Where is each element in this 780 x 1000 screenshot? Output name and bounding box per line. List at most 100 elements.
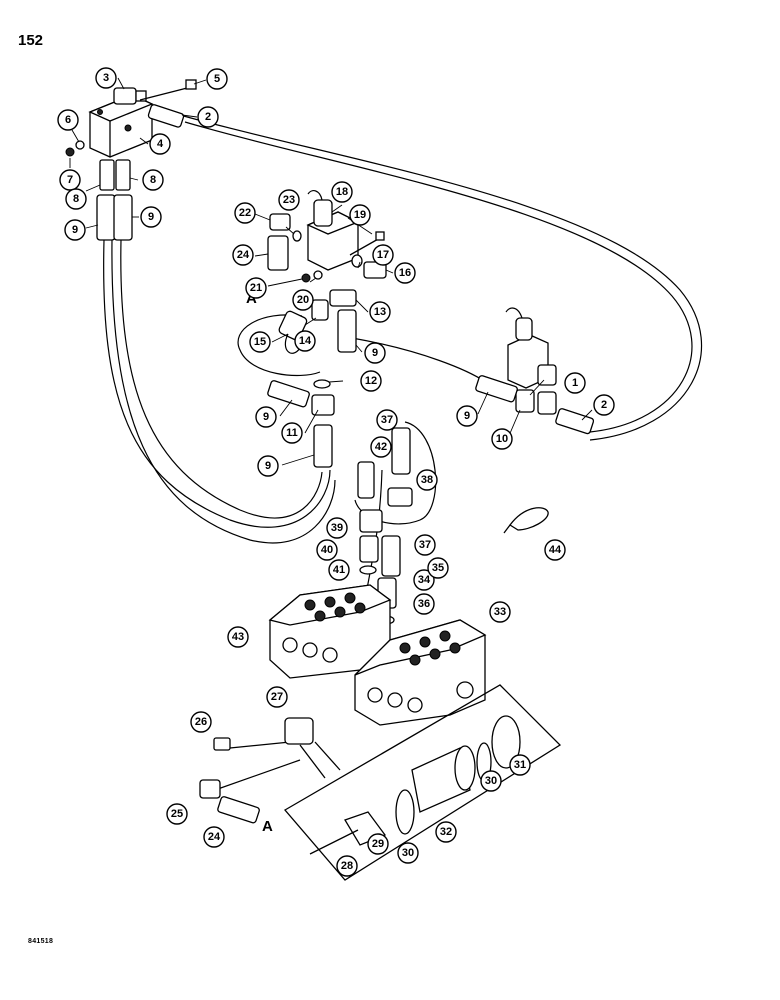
svg-text:16: 16 — [399, 267, 411, 279]
svg-text:14: 14 — [299, 335, 312, 347]
callout-20: 20 — [292, 289, 314, 311]
page-number: 152 — [18, 32, 44, 49]
connector-assembly — [213, 717, 341, 779]
svg-text:27: 27 — [271, 691, 283, 703]
svg-text:18: 18 — [336, 186, 348, 198]
callout-40: 40 — [316, 539, 338, 561]
svg-text:20: 20 — [297, 294, 309, 306]
callout-36: 36 — [413, 593, 435, 615]
callout-7: 7 — [59, 169, 81, 191]
callout-35: 35 — [427, 557, 449, 579]
svg-text:35: 35 — [432, 562, 444, 574]
svg-text:36: 36 — [418, 598, 430, 610]
callout-2-top: 2 — [197, 106, 219, 128]
svg-text:21: 21 — [250, 282, 262, 294]
callout-30-right: 30 — [480, 770, 502, 792]
callout-43: 43 — [227, 626, 249, 648]
callout-39: 39 — [326, 517, 348, 539]
callout-5: 5 — [206, 68, 228, 90]
svg-text:38: 38 — [421, 474, 433, 486]
svg-text:2: 2 — [601, 399, 607, 411]
filter-inset — [283, 684, 562, 881]
fittings-bottom — [199, 759, 301, 824]
svg-text:6: 6 — [65, 114, 71, 126]
svg-text:23: 23 — [283, 194, 295, 206]
solenoid-block-top — [65, 79, 197, 241]
callout-24-bottom: 24 — [203, 826, 225, 848]
callout-9-top-right: 9 — [140, 206, 162, 228]
svg-text:25: 25 — [171, 808, 183, 820]
callout-13: 13 — [369, 301, 391, 323]
svg-text:28: 28 — [341, 860, 353, 872]
svg-text:29: 29 — [372, 838, 384, 850]
svg-text:9: 9 — [263, 411, 269, 423]
callout-22: 22 — [234, 202, 256, 224]
reference-letter-a-bottom: A — [262, 818, 273, 835]
svg-text:24: 24 — [208, 831, 221, 843]
leader-lines — [69, 77, 593, 466]
callout-9-center: 9 — [364, 342, 386, 364]
hose-left-long-3 — [111, 239, 336, 544]
svg-text:43: 43 — [232, 631, 244, 643]
callout-23: 23 — [278, 189, 300, 211]
callout-28: 28 — [336, 855, 358, 877]
callout-9-right: 9 — [456, 405, 478, 427]
svg-text:2: 2 — [205, 111, 211, 123]
hose-middle-loop — [237, 314, 321, 377]
figure-code: 841518 — [28, 938, 54, 945]
callout-26: 26 — [190, 711, 212, 733]
callout-21: 21 — [245, 277, 267, 299]
svg-text:31: 31 — [514, 759, 526, 771]
valve-block-center — [267, 190, 387, 468]
svg-text:12: 12 — [365, 375, 377, 387]
svg-text:33: 33 — [494, 606, 506, 618]
callout-14: 14 — [294, 330, 316, 352]
reference-letter-a-top: A — [246, 290, 257, 307]
svg-text:26: 26 — [195, 716, 207, 728]
callout-10: 10 — [491, 428, 513, 450]
callout-24-top: 24 — [232, 244, 254, 266]
callout-9-lower: 9 — [257, 455, 279, 477]
svg-text:5: 5 — [214, 73, 220, 85]
callout-41: 41 — [328, 559, 350, 581]
hose-upper-loop — [179, 114, 703, 441]
callout-3: 3 — [95, 67, 117, 89]
svg-text:42: 42 — [375, 441, 387, 453]
valve-bank-right — [354, 619, 487, 726]
svg-text:15: 15 — [254, 336, 266, 348]
callout-4: 4 — [149, 133, 171, 155]
valve-bank-left — [268, 584, 392, 679]
cable-strap — [503, 507, 549, 534]
svg-text:37: 37 — [419, 539, 431, 551]
svg-text:13: 13 — [374, 306, 386, 318]
hose-upper-loop-inner — [184, 121, 693, 433]
fitting-stack — [357, 427, 413, 625]
callout-8-left: 8 — [65, 188, 87, 210]
svg-text:7: 7 — [67, 174, 73, 186]
hose-left-long-2 — [120, 239, 323, 519]
callout-2-right: 2 — [593, 394, 615, 416]
svg-text:39: 39 — [331, 522, 343, 534]
svg-text:9: 9 — [372, 347, 378, 359]
svg-text:41: 41 — [333, 564, 345, 576]
svg-text:17: 17 — [377, 249, 389, 261]
callout-16: 16 — [394, 262, 416, 284]
svg-text:30: 30 — [402, 847, 414, 859]
callout-37-bottom: 37 — [414, 534, 436, 556]
callout-12: 12 — [360, 370, 382, 392]
svg-text:22: 22 — [239, 207, 251, 219]
callout-38: 38 — [416, 469, 438, 491]
svg-text:34: 34 — [418, 574, 431, 586]
callout-17: 17 — [372, 244, 394, 266]
callout-34: 34 — [413, 569, 435, 591]
svg-text:32: 32 — [440, 826, 452, 838]
callout-25: 25 — [166, 803, 188, 825]
svg-text:40: 40 — [321, 544, 333, 556]
callout-9-left: 9 — [255, 406, 277, 428]
valve-block-right — [475, 307, 595, 435]
callout-42: 42 — [370, 436, 392, 458]
svg-text:30: 30 — [485, 775, 497, 787]
svg-text:9: 9 — [148, 211, 154, 223]
svg-text:8: 8 — [150, 174, 156, 186]
